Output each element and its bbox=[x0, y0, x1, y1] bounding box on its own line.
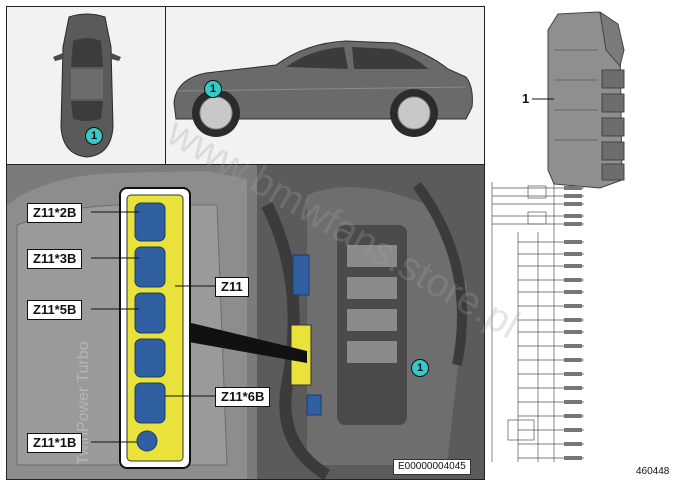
location-marker-engine: 1 bbox=[411, 359, 429, 377]
control-unit-illustration bbox=[547, 10, 625, 189]
location-marker-side: 1 bbox=[204, 80, 222, 98]
top-view-panel: 1 bbox=[6, 6, 167, 166]
label-z11-6b: Z11*6B bbox=[215, 387, 271, 407]
connector-block-illustration bbox=[126, 194, 184, 462]
callout-leader bbox=[532, 98, 554, 100]
side-view-panel: 1 bbox=[165, 6, 485, 166]
car-top-view-illustration bbox=[7, 7, 166, 165]
part-number: 460448 bbox=[636, 466, 670, 477]
label-z11-5b: Z11*5B bbox=[27, 300, 83, 320]
label-z11: Z11 bbox=[215, 277, 249, 297]
leader-lines bbox=[91, 211, 215, 443]
engine-bay-panel: TwinPower Turbo Z11*2B Z11*3B Z11*5B Z11… bbox=[6, 164, 485, 480]
wiring-schematic bbox=[491, 182, 584, 462]
image-code: E00000004045 bbox=[393, 459, 471, 475]
component-callout: 1 bbox=[522, 91, 530, 106]
location-marker-top: 1 bbox=[85, 127, 103, 145]
connector-inset bbox=[119, 187, 191, 469]
label-z11-2b: Z11*2B bbox=[27, 203, 83, 223]
label-z11-1b: Z11*1B bbox=[27, 433, 83, 453]
label-z11-3b: Z11*3B bbox=[27, 249, 83, 269]
